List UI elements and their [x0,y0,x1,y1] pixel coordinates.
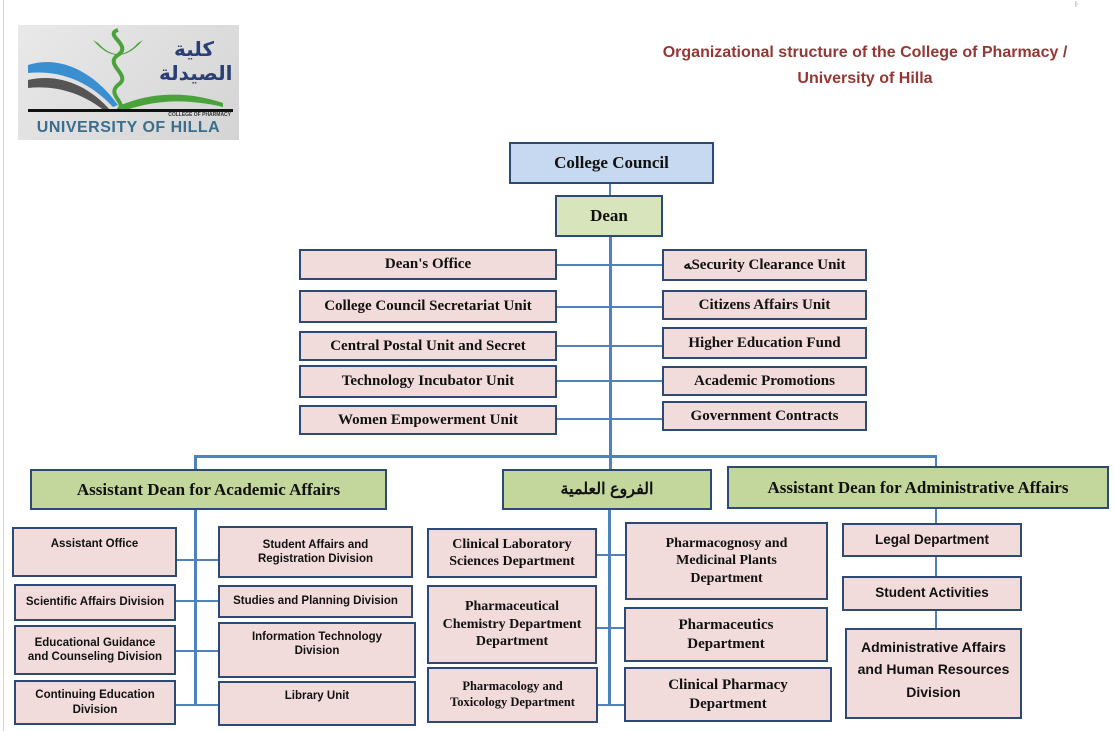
dept-clinical-laboratory-sciences: Clinical Laboratory Sciences Department [427,528,597,578]
title-line-2: University of Hilla [797,70,933,87]
unit-label: Student Activities [875,585,989,601]
connector-academic-row-2 [174,600,220,602]
academic-library-unit: Library Unit [218,681,416,726]
unit-label: Government Contracts [690,407,839,424]
connector-scientific-trunk [608,509,611,706]
dean-unit-security-clearance: ﻪSecurity Clearance Unit [662,249,867,281]
dean-unit-citizens-affairs: Citizens Affairs Unit [662,290,867,320]
unit-label: Women Empowerment Unit [338,411,518,428]
connector-council-dean [609,183,611,196]
unit-label: Scientific Affairs Division [25,596,165,609]
dept-pharmacology-toxicology: Pharmacology and Toxicology Department [427,667,598,723]
academic-continuing-education: Continuing Education Division [14,680,176,725]
logo-subtitle: COLLEGE OF PHARMACY [168,112,231,118]
university-logo: كلية الصيدلة COLLEGE OF PHARMACY UNIVERS… [18,25,239,140]
connector-row-5 [556,418,664,420]
caduceus-bowl-icon [28,28,233,112]
academic-information-technology: Information Technology Division [218,622,416,678]
dean-box: Dean [555,195,663,237]
unit-label: Studies and Planning Division [233,595,398,608]
dean-unit-women-empowerment: Women Empowerment Unit [299,405,557,435]
branch-title: Assistant Dean for Academic Affairs [76,479,341,499]
dept-pharmaceutics: Pharmaceutics Department [624,607,828,662]
academic-educational-guidance: Educational Guidance and Counseling Divi… [14,625,176,675]
dept-pharmacognosy: Pharmacognosy and Medicinal Plants Depar… [625,522,828,600]
page-title: Organizational structure of the College … [640,40,1090,92]
connector-admin-2 [935,556,937,578]
assistant-dean-administrative-box: Assistant Dean for Administrative Affair… [727,466,1109,509]
connector-branch-academic [194,455,197,469]
branch-title: Assistant Dean for Administrative Affair… [767,477,1069,497]
admin-student-activities: Student Activities [842,576,1022,611]
unit-label: Clinical Pharmacy Department [668,676,788,712]
dean-unit-council-secretariat: College Council Secretariat Unit [299,290,557,323]
connector-admin-1 [935,508,937,524]
connector-branch-admin [935,455,937,467]
dean-unit-government-contracts: Government Contracts [662,401,867,431]
unit-label: College Council Secretariat Unit [324,298,532,315]
academic-student-affairs: Student Affairs and Registration Divisio… [218,526,413,578]
unit-label: Information Technology Division [251,631,383,658]
dean-unit-higher-education-fund: Higher Education Fund [662,327,867,359]
title-line-1: Organizational structure of the College … [662,44,1068,61]
admin-hr-division: Administrative Affairs and Human Resourc… [845,628,1022,719]
unit-label: Pharmacognosy and Medicinal Plants Depar… [665,535,788,586]
college-council-label: College Council [554,153,669,173]
unit-label: Student Affairs and Registration Divisio… [257,538,374,565]
connector-row-1 [556,264,664,266]
connector-row-2 [556,306,664,308]
dean-unit-technology-incubator: Technology Incubator Unit [299,365,557,398]
unit-label: ﻪSecurity Clearance Unit [683,256,846,273]
dean-label: Dean [590,206,628,226]
dept-pharmaceutical-chemistry: Pharmaceutical Chemistry Department Depa… [427,585,597,664]
connector-row-4 [556,380,664,382]
assistant-dean-academic-box: Assistant Dean for Academic Affairs [30,469,387,510]
scientific-branches-box: الفروع العلمية [502,469,712,510]
connector-academic-row-1 [174,559,220,561]
connector-scientific-row-3 [595,704,627,706]
unit-label: Pharmaceutics Department [678,616,774,652]
academic-studies-planning: Studies and Planning Division [218,585,413,618]
unit-label: Pharmaceutical Chemistry Department Depa… [442,599,582,650]
academic-assistant-office: Assistant Office [12,527,177,577]
branch-title: الفروع العلمية [560,480,654,498]
corner-mark: ŀ [1075,0,1078,9]
unit-label: Assistant Office [50,538,139,550]
dean-unit-central-postal: Central Postal Unit and Secret [299,331,557,361]
connector-academic-trunk [194,509,197,705]
connector-scientific-row-2 [595,627,627,629]
connector-row-3 [556,345,664,347]
connector-academic-row-4 [174,704,220,706]
logo-university-name: UNIVERSITY OF HILLA [36,119,221,136]
unit-label: Legal Department [874,531,990,547]
page-left-border [3,0,4,731]
unit-label: Continuing Education Division [35,689,155,716]
unit-label: Library Unit [284,690,350,702]
college-council-box: College Council [509,142,714,184]
unit-label: Technology Incubator Unit [341,373,515,390]
unit-label: Pharmacology and Toxicology Department [450,679,575,709]
unit-label: Higher Education Fund [688,334,841,351]
connector-branch-bar [194,455,937,458]
unit-label: Dean's Office [384,256,472,273]
unit-label: Educational Guidance and Counseling Divi… [27,636,163,663]
logo-arabic-text: كلية الصيدلة [159,37,233,85]
academic-scientific-affairs: Scientific Affairs Division [14,584,176,621]
unit-label: Clinical Laboratory Sciences Department [449,536,575,570]
dean-unit-deans-office: Dean's Office [299,249,557,280]
dept-clinical-pharmacy: Clinical Pharmacy Department [624,667,832,722]
unit-label: Citizens Affairs Unit [698,296,831,313]
connector-admin-3 [935,610,937,630]
unit-label: Academic Promotions [694,372,835,389]
connector-scientific-row-1 [595,554,627,556]
unit-label: Administrative Affairs and Human Resourc… [857,639,1010,700]
connector-academic-row-3 [174,650,220,652]
admin-legal-department: Legal Department [842,523,1022,557]
connector-branch-scientific [609,455,612,469]
unit-label: Central Postal Unit and Secret [330,337,526,354]
dean-unit-academic-promotions: Academic Promotions [662,366,867,396]
